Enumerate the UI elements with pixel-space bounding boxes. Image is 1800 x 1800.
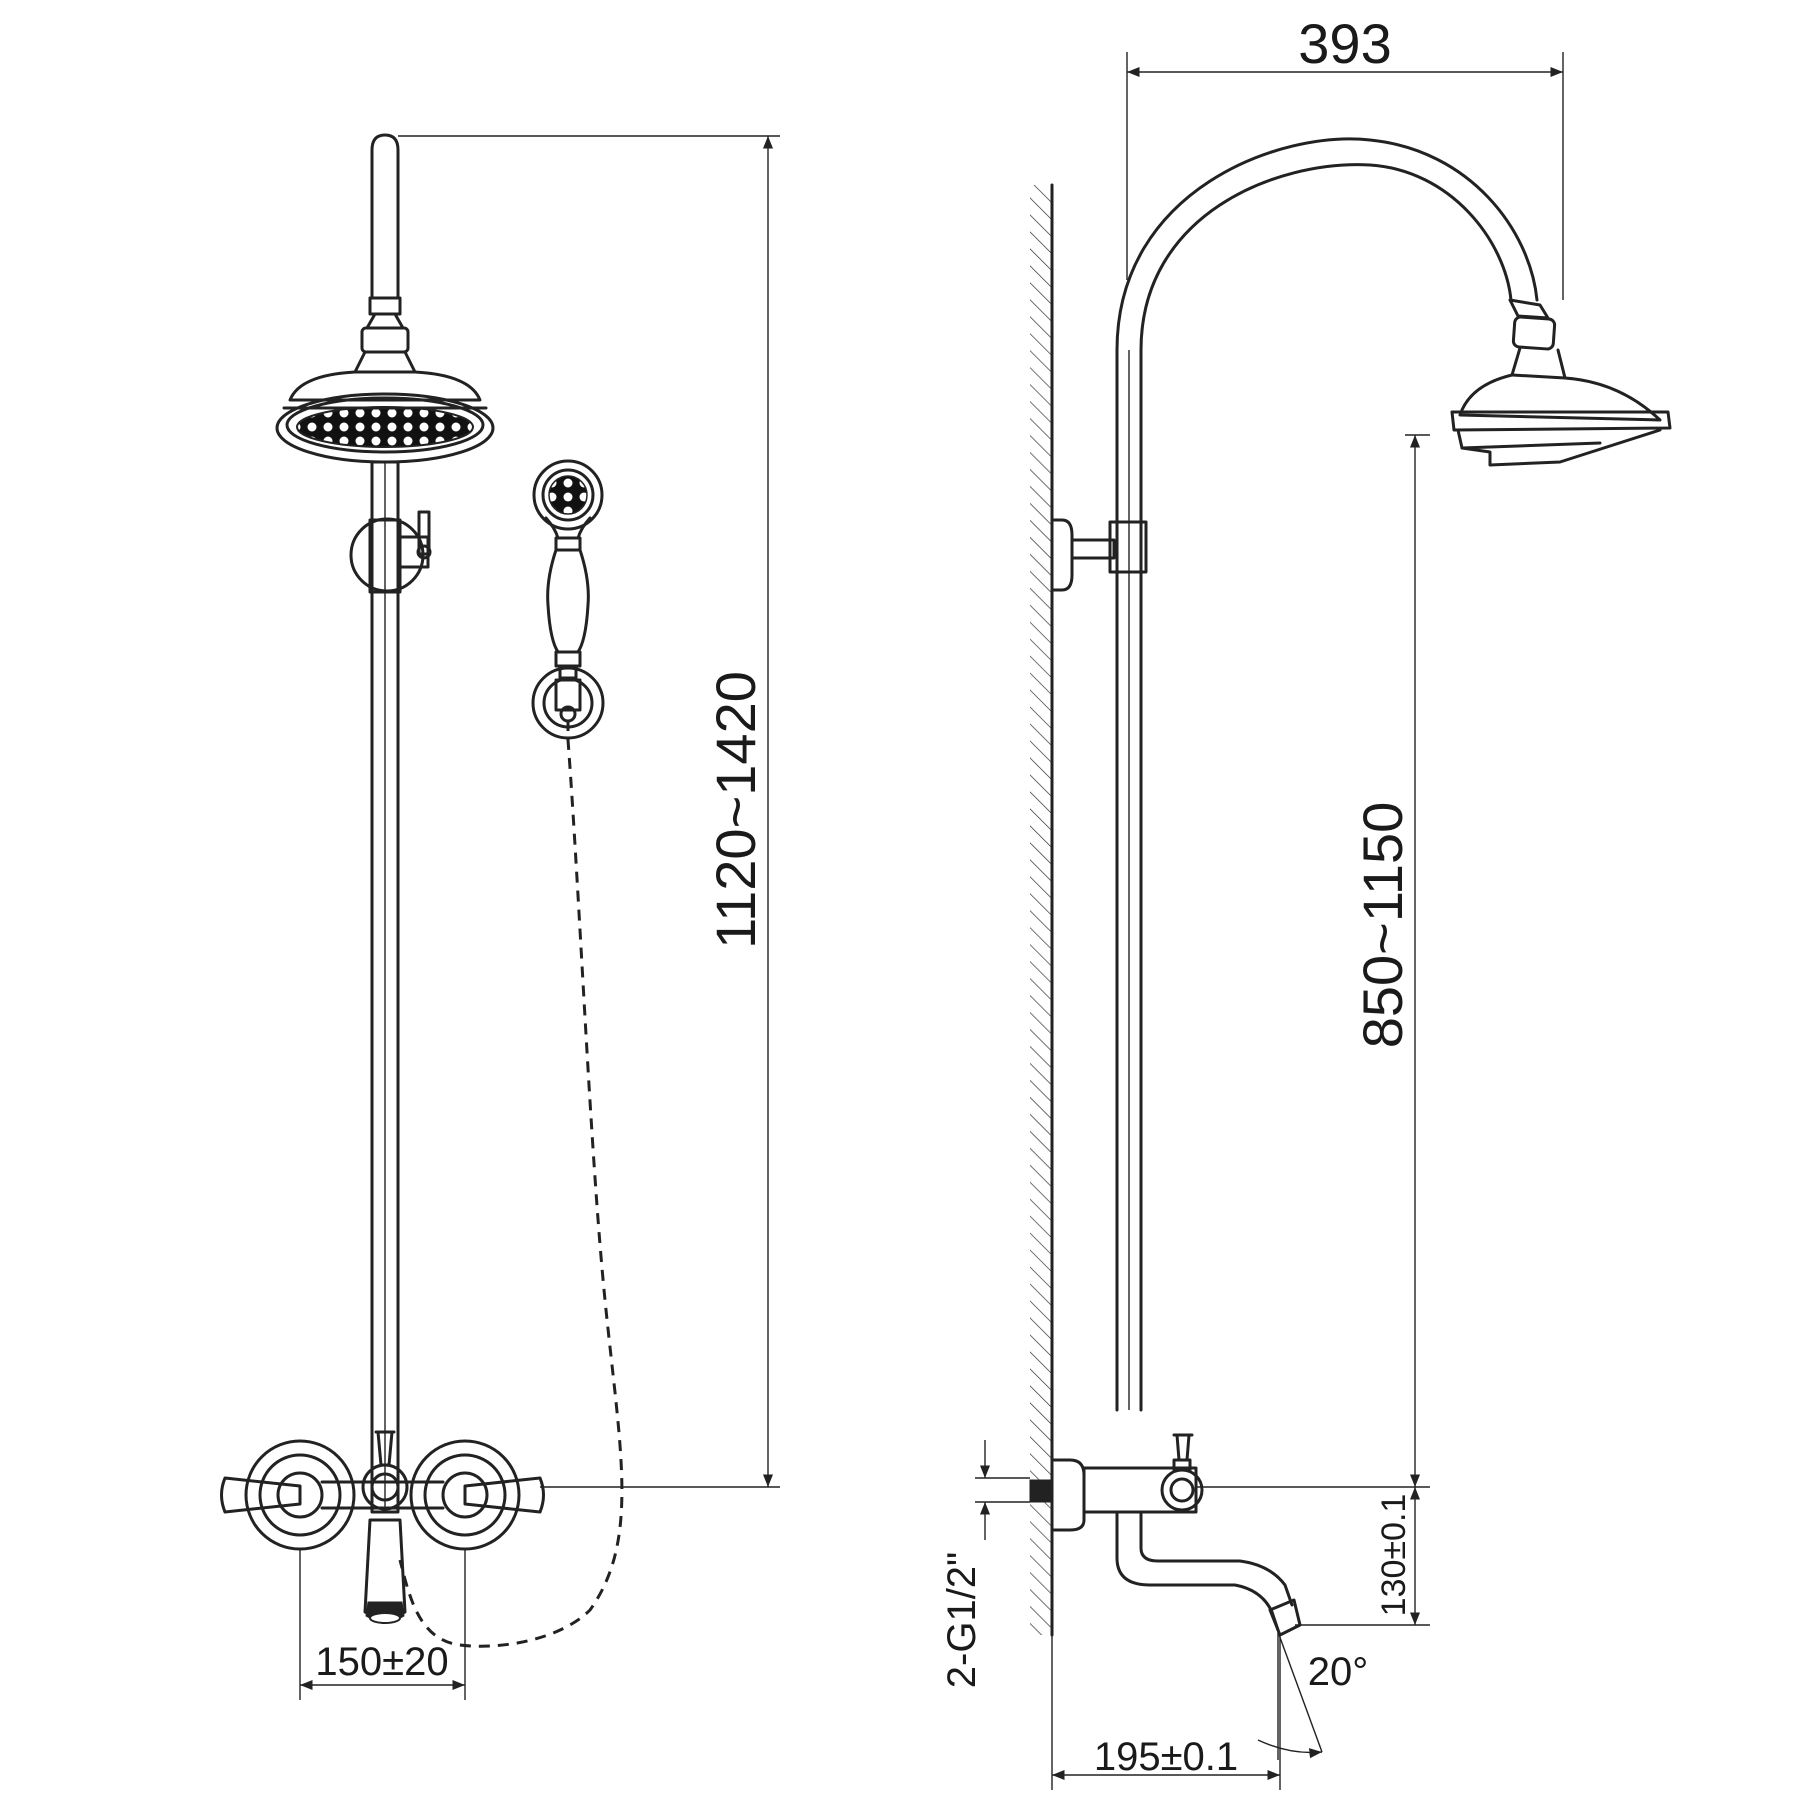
hand-shower	[532, 459, 604, 680]
dim-inlet-spacing: 150±20	[315, 1640, 448, 1684]
dim-spout-angle: 20°	[1308, 1650, 1369, 1694]
dim-inlet-thread: 2-G1/2"	[940, 1552, 984, 1688]
dim-front-height: 1120~1420	[704, 671, 767, 949]
side-tub-spout	[1115, 1510, 1302, 1637]
shower-hose	[398, 720, 624, 1648]
dim-spout-height: 130±0.1	[1375, 1494, 1413, 1617]
side-view	[1029, 137, 1672, 1637]
dim-top-width: 393	[1298, 12, 1391, 75]
dim-side-height: 850~1150	[1351, 802, 1414, 1049]
dimension-lines	[299, 52, 1564, 1790]
side-slide-bracket	[1050, 518, 1148, 592]
front-riser-rail	[370, 460, 400, 1514]
side-rain-shower-head	[1450, 298, 1672, 467]
front-top-pipe	[368, 133, 402, 316]
dim-spout-reach: 195±0.1	[1094, 1735, 1238, 1779]
rain-shower-head	[275, 312, 495, 464]
front-slide-bracket	[349, 510, 432, 594]
front-mixer	[220, 1430, 545, 1551]
side-mixer	[1029, 1433, 1204, 1532]
front-view	[220, 133, 624, 1648]
front-tub-spout	[363, 1518, 407, 1624]
side-riser-gooseneck	[1115, 137, 1539, 1412]
wall-section	[1030, 183, 1054, 1637]
dimension-labels: 393 1120~1420 850~1150 150±20 2-G1/2" 13…	[315, 12, 1414, 1779]
